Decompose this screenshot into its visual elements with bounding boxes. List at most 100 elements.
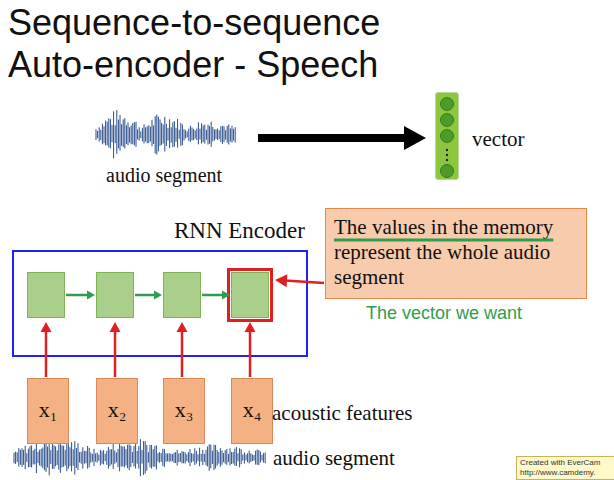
connector-line	[181, 330, 184, 377]
wave-stroke	[135, 444, 136, 469]
connector	[275, 274, 324, 287]
wave-stroke	[161, 123, 162, 145]
wave-stroke	[100, 130, 101, 140]
wave-stroke	[233, 452, 234, 463]
arrow-head	[87, 291, 95, 300]
vector-dots	[435, 92, 459, 180]
connector-line	[249, 330, 252, 377]
wave-stroke	[70, 447, 71, 466]
connector-line	[45, 330, 48, 377]
wave-stroke	[39, 450, 40, 466]
wave-stroke	[106, 451, 107, 465]
wave-stroke	[50, 450, 51, 464]
wave-stroke	[30, 446, 31, 467]
wave-stroke	[79, 452, 80, 462]
feature-label: x₁	[28, 397, 68, 423]
wave-stroke	[198, 122, 199, 144]
wave-stroke	[231, 452, 232, 464]
wave-stroke	[196, 128, 197, 140]
wave-stroke	[97, 453, 98, 463]
wave-stroke	[144, 124, 145, 143]
wave-stroke	[137, 129, 138, 139]
wave-stroke	[52, 444, 53, 469]
feature-label: x₂	[97, 397, 137, 423]
wave-stroke	[154, 446, 155, 467]
wave-stroke	[166, 453, 167, 462]
wave-stroke	[124, 446, 125, 467]
wave-stroke	[174, 453, 175, 463]
wave-stroke	[102, 124, 103, 145]
wave-stroke	[193, 129, 194, 140]
wave-stroke	[15, 452, 16, 464]
arrow-head	[154, 291, 162, 300]
wave-stroke	[58, 444, 59, 469]
wave-stroke	[249, 451, 250, 464]
ellipsis-dot	[446, 154, 448, 156]
wave-stroke	[171, 127, 172, 142]
wave-stroke	[20, 450, 21, 465]
wave-stroke	[118, 449, 119, 467]
wave-stroke	[107, 122, 108, 146]
wave-stroke	[260, 451, 261, 462]
wave-stroke	[247, 453, 248, 462]
wave-stroke	[223, 453, 224, 462]
wave-stroke	[191, 453, 192, 462]
vector-element	[441, 114, 454, 127]
connector	[110, 322, 121, 377]
wave-stroke	[68, 444, 69, 469]
wave-stroke	[84, 451, 85, 464]
wave-stroke	[90, 453, 91, 463]
wave-stroke	[177, 119, 178, 148]
wave-stroke	[255, 451, 256, 465]
wave-stroke	[95, 453, 96, 461]
rnn-cell	[163, 272, 201, 318]
wave-stroke	[150, 445, 151, 468]
wave-stroke	[188, 452, 189, 463]
wave-stroke	[97, 131, 98, 138]
wave-stroke	[108, 447, 109, 468]
wave-stroke	[184, 129, 185, 140]
vector-column: vector	[435, 92, 459, 180]
wave-stroke	[127, 445, 128, 468]
wave-stroke	[183, 452, 184, 464]
wave-stroke	[34, 449, 35, 465]
feature-box: x₃	[163, 378, 205, 444]
wave-stroke	[115, 125, 116, 143]
wave-stroke	[130, 446, 131, 468]
wave-stroke	[103, 450, 104, 464]
callout-text: The values in the memory represent the w…	[334, 215, 578, 290]
wave-stroke	[228, 454, 229, 462]
wave-stroke	[232, 126, 233, 143]
wave-stroke	[136, 122, 137, 147]
wave-stroke	[250, 453, 251, 462]
arrow-head	[110, 322, 121, 332]
wave-stroke	[145, 441, 146, 473]
wave-stroke	[132, 452, 133, 463]
wave-stroke	[196, 451, 197, 464]
wave-stroke	[120, 115, 121, 151]
wave-stroke	[104, 126, 105, 143]
wave-stroke	[219, 130, 220, 139]
wave-stroke	[195, 130, 196, 138]
wave-stroke	[110, 450, 111, 467]
wave-stroke	[89, 448, 90, 467]
vector-element	[441, 130, 454, 143]
wave-stroke	[147, 126, 148, 143]
wave-stroke	[215, 445, 216, 468]
wave-stroke	[98, 455, 99, 461]
wave-stroke	[42, 448, 43, 469]
wave-stroke	[214, 129, 215, 140]
wave-stroke	[110, 119, 111, 148]
wave-stroke	[78, 443, 79, 470]
feature-box: x₄	[231, 378, 273, 444]
ellipsis-dot	[446, 149, 448, 151]
wave-stroke	[200, 129, 201, 140]
waveform-label: audio segment	[271, 447, 397, 470]
wave-stroke	[151, 445, 152, 469]
wave-stroke	[131, 125, 132, 144]
connector	[135, 291, 162, 300]
wave-stroke	[242, 454, 243, 460]
vector-element	[441, 98, 454, 111]
wave-stroke	[132, 123, 133, 144]
wave-stroke	[194, 448, 195, 465]
